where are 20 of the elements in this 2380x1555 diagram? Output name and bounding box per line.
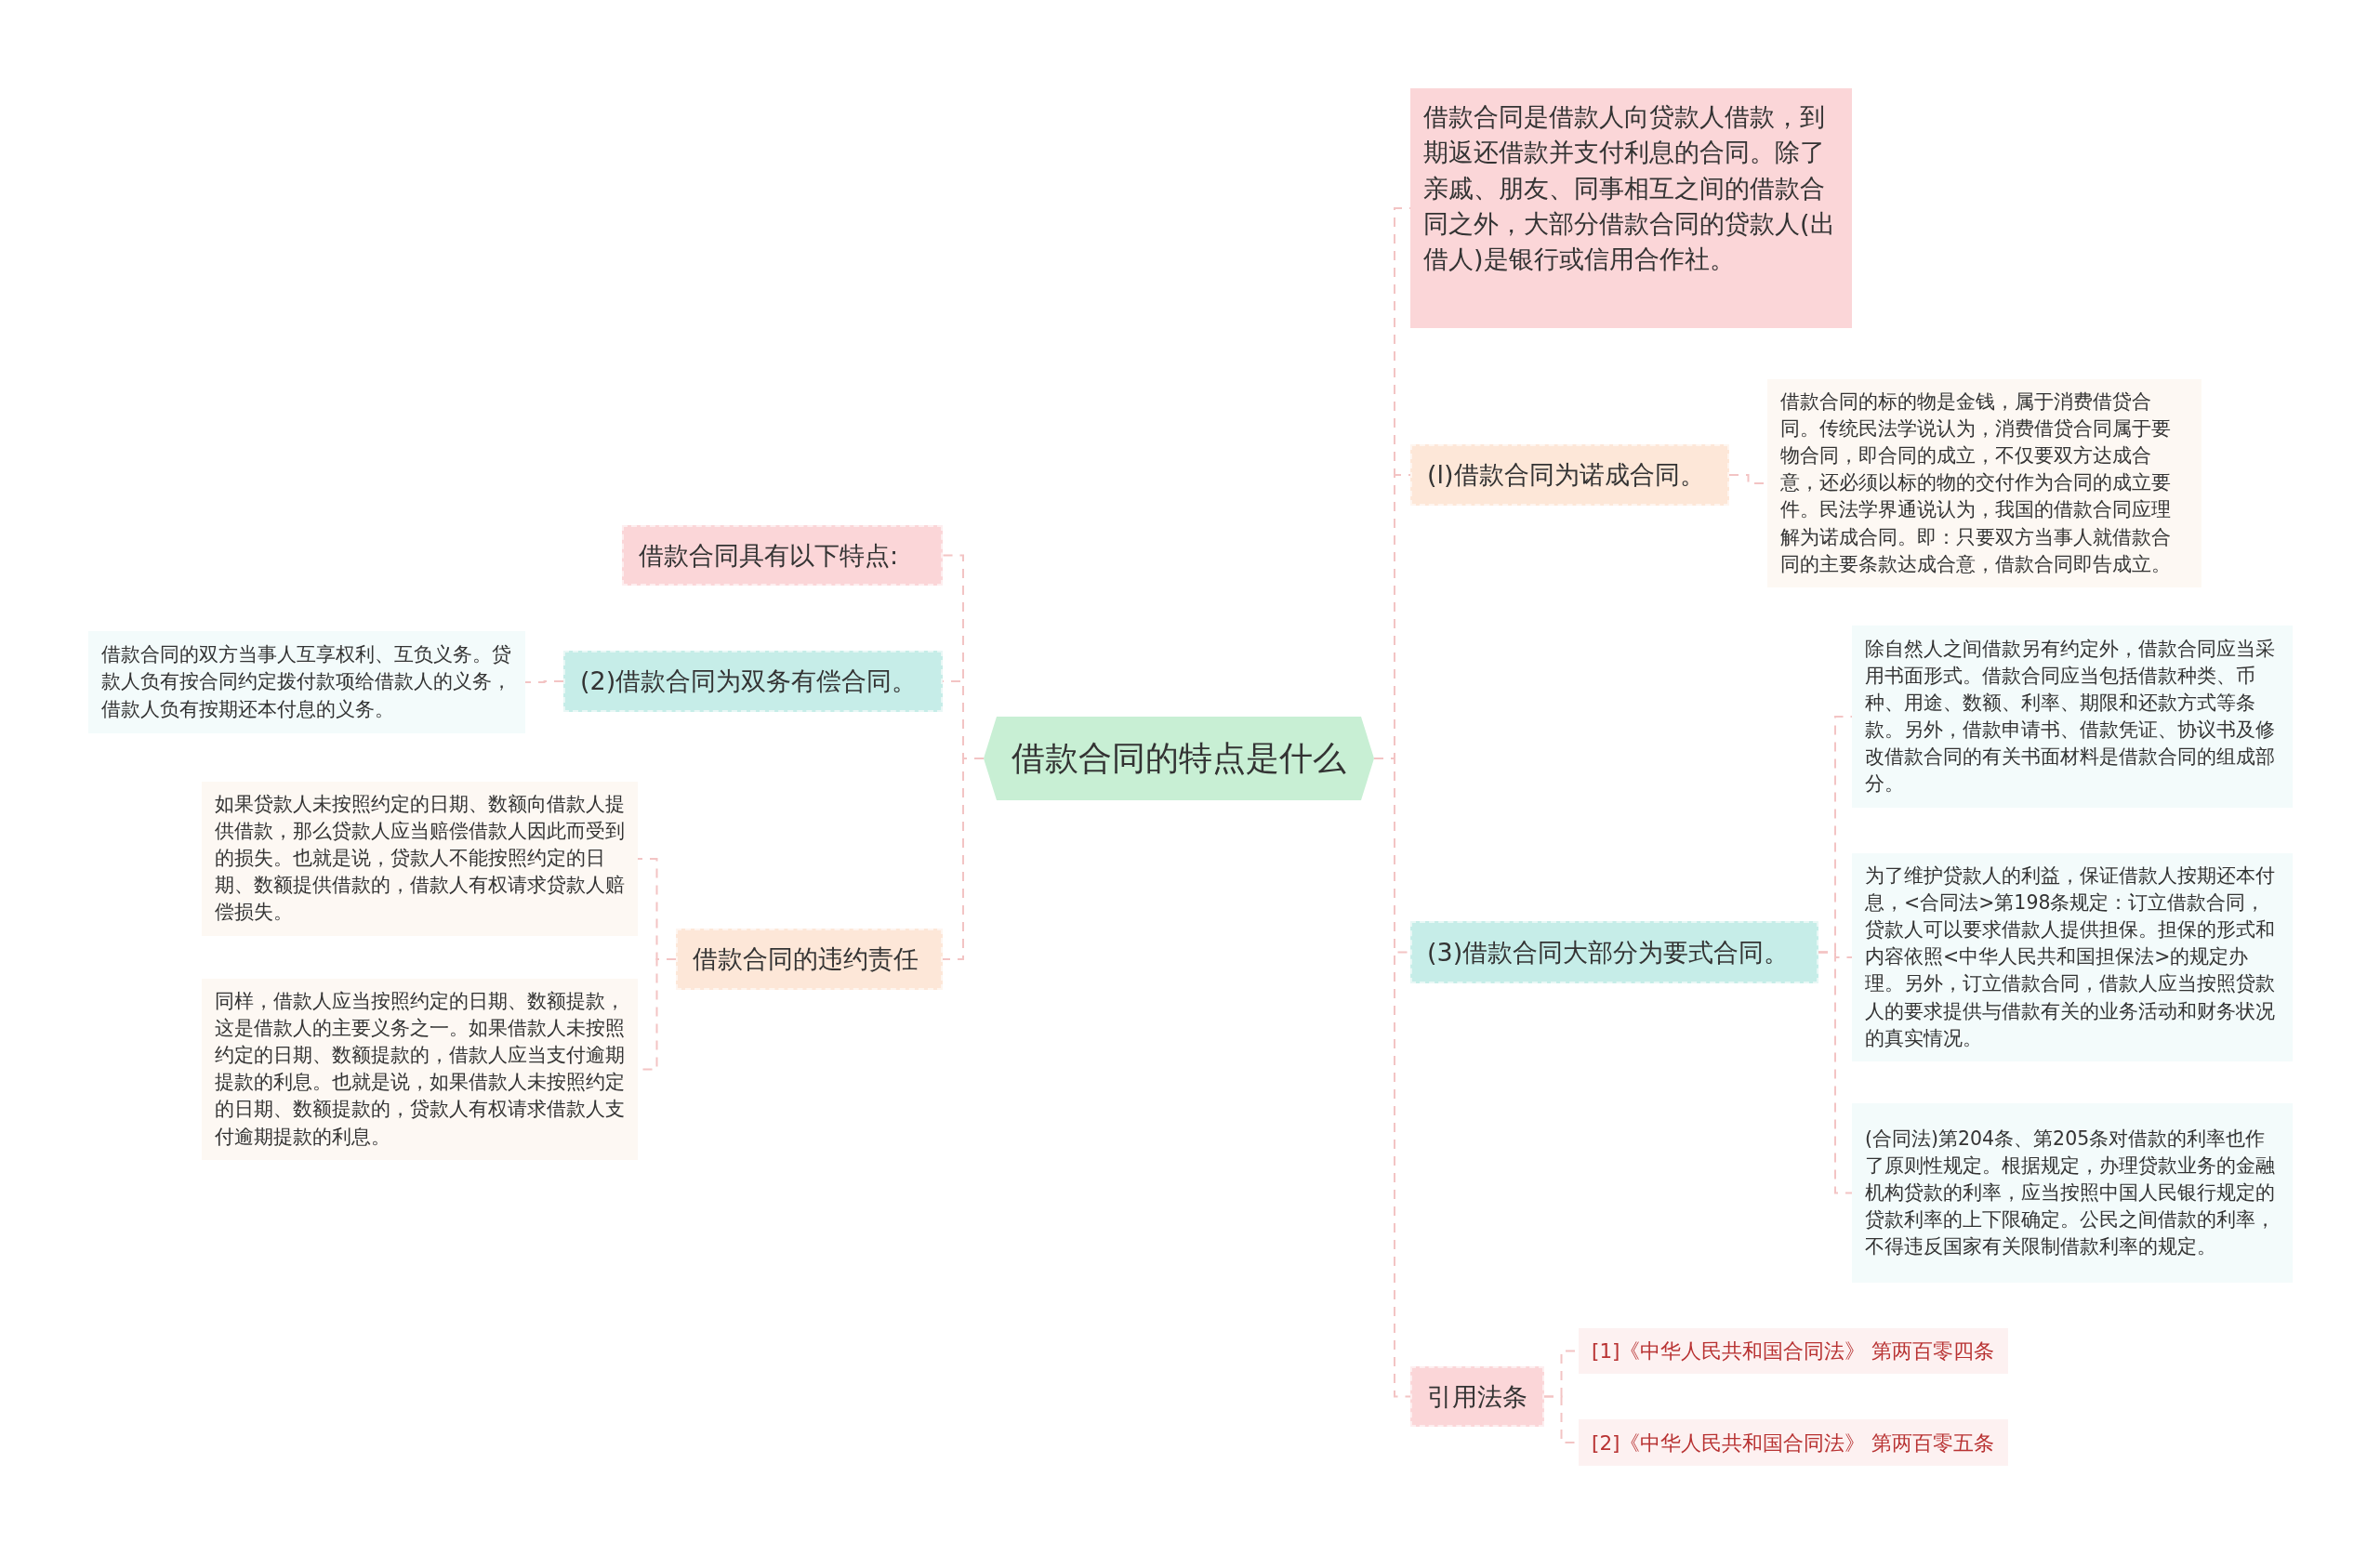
topic-box: 引用法条	[1410, 1366, 1544, 1427]
text-box: 借款合同的双方当事人互享权利、互负义务。贷款人负有按合同约定拨付款项给借款人的义务，借款人负有按期还本付息的义务。	[88, 631, 525, 733]
reference-box: [2]《中华人民共和国合同法》 第两百零五条	[1579, 1419, 2008, 1466]
connector-line	[524, 680, 564, 683]
text-box: 同样，借款人应当按照约定的日期、数额提款，这是借款人的主要义务之一。如果借款人未按照约定的日期、数额提款的，借款人应当支付逾期提款的利息。也就是说，如果借款人未按照约定的日期、数额提款的，贷款人有权请求借款人支付逾期提款的利息。	[202, 979, 638, 1160]
topic-box: 借款合同具有以下特点:	[622, 525, 943, 586]
connector-line	[1818, 951, 1853, 1194]
text-box: 如果贷款人未按照约定的日期、数额向借款人提供借款，那么贷款人应当赔偿借款人因此而受到的损失。也就是说，贷款人不能按照约定的日期、数额提供借款的，借款人有权请求贷款人赔偿损失。	[202, 782, 638, 936]
text-box: 借款合同是借款人向贷款人借款，到期返还借款并支付利息的合同。除了亲戚、朋友、同事相互之间的借款合同之外，大部分借款合同的贷款人(出借人)是银行或信用合作社。	[1410, 88, 1852, 328]
topic-box: (3)借款合同大部分为要式合同。	[1410, 921, 1818, 983]
topic-box: (l)借款合同为诺成合同。	[1410, 444, 1729, 506]
reference-box: [1]《中华人民共和国合同法》 第两百零四条	[1579, 1328, 2008, 1374]
central-topic: 借款合同的特点是什么	[984, 717, 1374, 800]
text-box: 借款合同的标的物是金钱，属于消费借贷合同。传统民法学说认为，消费借贷合同属于要物合同，即合同的成立，不仅要双方达成合意，还必须以标的物的交付作为合同的成立要件。民法学界通说认为，我国的借款合同应理解为诺成合同。即：只要双方当事人就借款合同的主要条款达成合意，借款合同即告成立。	[1767, 379, 2202, 587]
text-box: 为了维护贷款人的利益，保证借款人按期还本付息，<合同法>第198条规定：订立借款合同，贷款人可以要求借款人提供担保。担保的形式和内容依照<中华人民共和国担保法>的规定办理。另外，订立借款合同，借款人应当按照贷款人的要求提供与借款有关的业务活动和财务状况的真实情况。	[1852, 853, 2293, 1061]
connector-line	[942, 758, 985, 960]
text-box: (合同法)第204条、第205条对借款的利率也作了原则性规定。根据规定，办理贷款业务的金融机构贷款的利率，应当按照中国人民银行规定的贷款利率的上下限确定。公民之间借款的利率，不得违反国家有关限制借款利率的规定。	[1852, 1103, 2293, 1283]
text-box: 除自然人之间借款另有约定外，借款合同应当采用书面形式。借款合同应当包括借款种类、币种、用途、数额、利率、期限和还款方式等条款。另外，借款申请书、借款凭证、协议书及修改借款合同的有关书面材料是借款合同的组成部分。	[1852, 626, 2293, 808]
topic-box: 借款合同的违约责任	[676, 929, 943, 990]
topic-box: (2)借款合同为双务有偿合同。	[563, 651, 943, 712]
